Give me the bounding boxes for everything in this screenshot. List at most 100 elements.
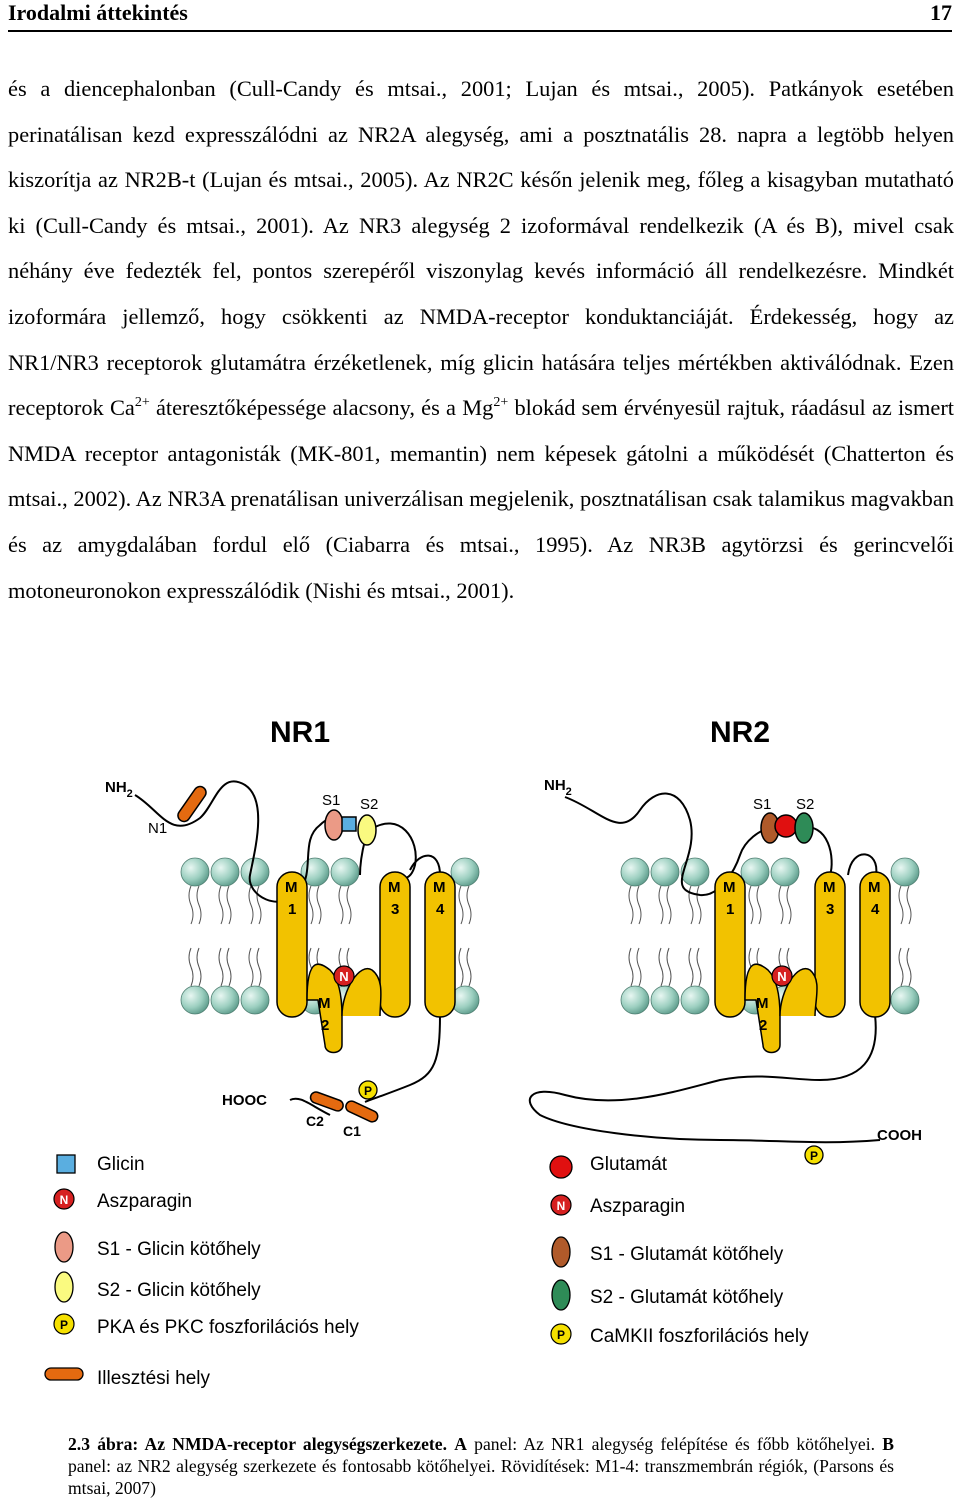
nr2-phospho-site <box>804 1145 824 1165</box>
nr2-glutamat-circle <box>774 814 798 838</box>
legend-r-aszparagin-n: N <box>557 1199 566 1213</box>
lipid-head <box>680 857 710 887</box>
nr1-n1-splice <box>177 785 207 823</box>
page-number: 17 <box>930 0 952 25</box>
lipid-head <box>620 857 650 887</box>
lipid-head <box>330 857 360 887</box>
figure-caption: 2.3 ábra: Az NMDA-receptor alegységszerk… <box>68 1433 894 1499</box>
nr1-hooc-chain <box>289 1097 331 1116</box>
lipid-head <box>450 857 480 887</box>
paragraph-text-3: blokád sem érvényesül rajtuk, ráadásul a… <box>8 395 955 603</box>
nr1-phospho-label: P <box>364 1084 372 1098</box>
lipid-tail <box>308 885 314 925</box>
nr2-s1-label: S1 <box>753 796 771 813</box>
paragraph-text-1: és a diencephalonban (Cull-Candy és mtsa… <box>8 76 954 421</box>
lipid-tail <box>636 947 642 987</box>
lipid-head <box>210 857 240 887</box>
lipid-head <box>740 857 770 887</box>
nr1-nh2-label: NH2 <box>105 779 133 800</box>
legend-glutamat-label: Glutamát <box>590 1154 668 1175</box>
lipid-tail <box>338 885 344 925</box>
lipid-tail <box>756 885 762 925</box>
lipid-head <box>680 985 710 1015</box>
nr1-m1-helix <box>276 871 308 1018</box>
nr1-s1-label: S1 <box>322 792 340 809</box>
lipid-head <box>240 985 270 1015</box>
nr2-cterm-chain <box>528 1014 881 1144</box>
lipid-head <box>890 985 920 1015</box>
lipid-tail <box>218 947 224 987</box>
nr1-cterm-chain <box>364 1014 441 1103</box>
legend-illesztesi-label: Illesztési hely <box>97 1368 210 1389</box>
lipid-tail <box>628 947 634 987</box>
nr2-m2-loop-right <box>779 967 818 1017</box>
nr1-m4-top <box>409 854 441 876</box>
legend-s2-glicin-label: S2 - Glicin kötőhely <box>97 1280 261 1301</box>
lipid-head <box>650 985 680 1015</box>
lipid-tail <box>786 885 792 925</box>
lipid-tail <box>196 885 202 925</box>
caption-text-a: panel: Az NR1 alegység felépítése és főb… <box>466 1434 883 1454</box>
nr1-s1-site <box>324 809 344 841</box>
nr2-m2-loop <box>744 963 781 1054</box>
lipid-tail <box>898 885 904 925</box>
nr1-m2-loop-right <box>341 967 382 1017</box>
legend-camkii-symbol <box>550 1323 572 1345</box>
lipid-tail <box>248 947 254 987</box>
lipid-tail <box>248 885 254 925</box>
nr1-n1-label: N1 <box>148 820 167 837</box>
legend-camkii-p: P <box>557 1328 565 1342</box>
legend-s1-glutamat-symbol <box>551 1236 571 1268</box>
nr2-cooh-label: COOH <box>877 1127 922 1144</box>
nr1-asparagin-label: N <box>339 969 348 984</box>
legend-aszparagin-symbol <box>53 1188 75 1210</box>
nr2-s2-site <box>794 812 814 844</box>
lipid-tail <box>226 885 232 925</box>
lipid-tail <box>628 885 634 925</box>
nr2-phospho-label: P <box>810 1149 818 1163</box>
legend-glutamat-symbol <box>549 1155 573 1179</box>
lipid-head <box>210 985 240 1015</box>
lipid-tail <box>458 885 464 925</box>
legend-aszparagin-label: Aszparagin <box>97 1191 192 1212</box>
legend-s2-glutamat-symbol <box>551 1279 571 1311</box>
lipid-tail <box>658 947 664 987</box>
nr1-glicin-square <box>341 816 357 832</box>
lipid-head <box>890 857 920 887</box>
page-header: Irodalmi áttekintés 17 <box>8 0 952 32</box>
nr2-nh2-label: NH2 <box>544 777 572 798</box>
section-title: Irodalmi áttekintés <box>8 0 188 25</box>
legend-pka-label: PKA és PKC foszforilációs hely <box>97 1317 359 1338</box>
caption-panel-b: B <box>882 1434 894 1454</box>
lipid-tail <box>778 885 784 925</box>
legend-pka-p: P <box>60 1318 68 1332</box>
legend-camkii-label: CaMKII foszforilációs hely <box>590 1326 809 1347</box>
lipid-tail <box>316 885 322 925</box>
lipid-tail <box>688 947 694 987</box>
lipid-tail <box>188 947 194 987</box>
nr1-c1-label: C1 <box>343 1123 361 1139</box>
legend-glicin-symbol <box>56 1154 76 1174</box>
nr1-c2-splice <box>309 1091 344 1112</box>
nr1-c2-label: C2 <box>306 1113 324 1129</box>
lipid-tail <box>696 947 702 987</box>
nr1-s2-site <box>357 814 377 846</box>
superscript-mg: 2+ <box>493 395 509 411</box>
legend-s1-glicin-symbol <box>54 1231 74 1263</box>
lipid-tail <box>748 885 754 925</box>
lipid-tail <box>906 947 912 987</box>
lipid-tail <box>188 885 194 925</box>
lipid-tail <box>196 947 202 987</box>
legend-s1-glutamat-label: S1 - Glutamát kötőhely <box>590 1244 784 1265</box>
nr2-m1-helix <box>714 871 746 1018</box>
body-paragraph: és a diencephalonban (Cull-Candy és mtsa… <box>8 66 954 613</box>
lipid-tail <box>906 885 912 925</box>
lipid-tail <box>898 947 904 987</box>
